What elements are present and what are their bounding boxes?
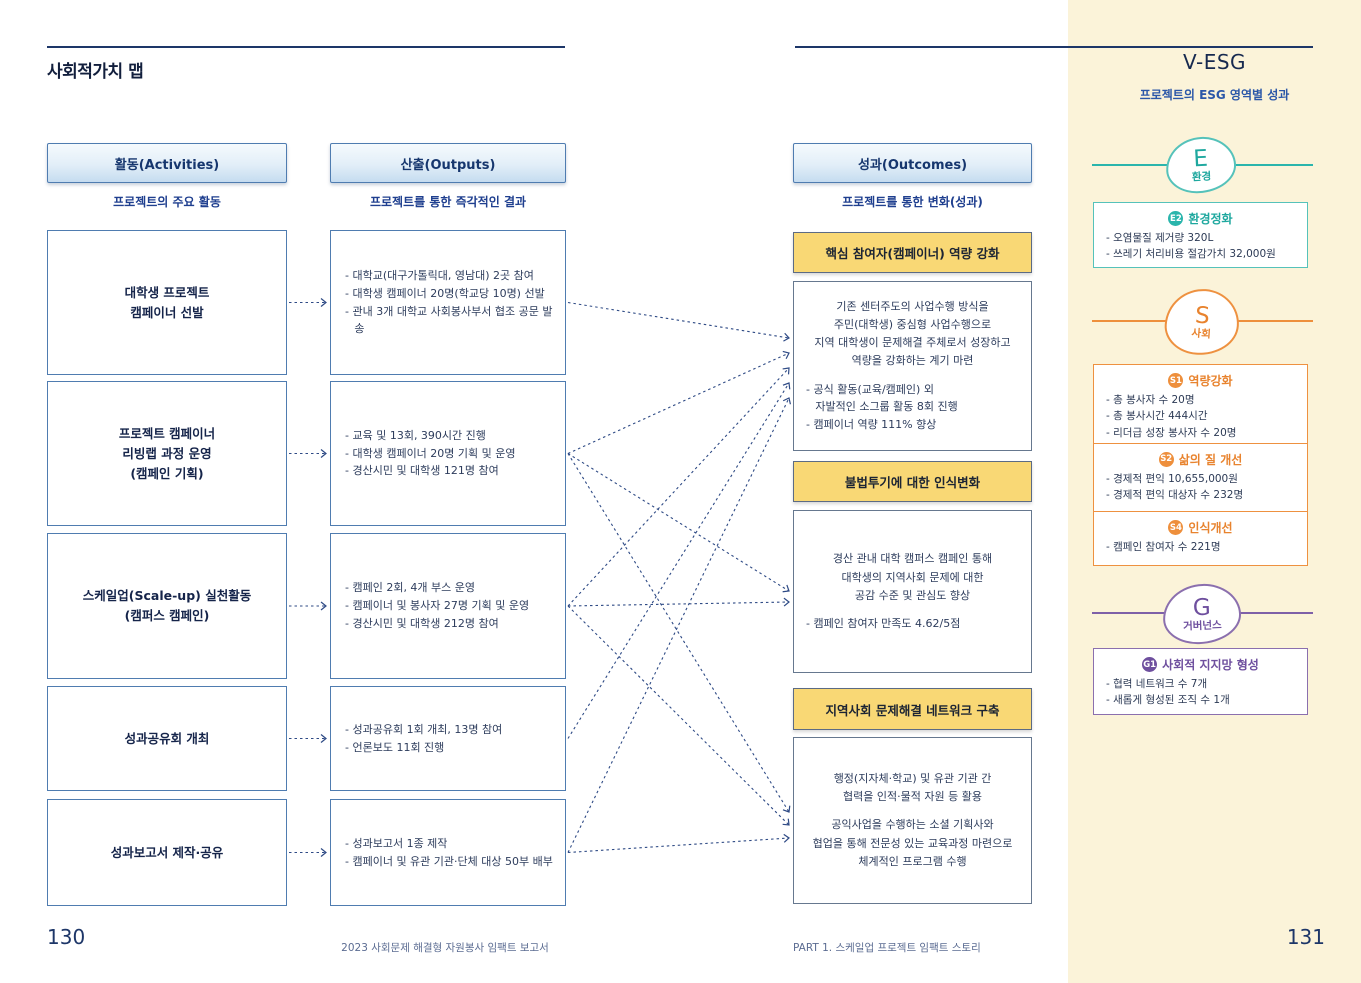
- output-item: 대학교(대구가톨릭대, 영남대) 2곳 참여: [345, 267, 555, 285]
- s4-title: 인식개선: [1188, 521, 1233, 535]
- output-item: 대학생 캠페이너 20명 기획 및 운영: [345, 445, 555, 463]
- outcome-paragraph: 경산 관내 대학 캠퍼스 캠페인 통해 대학생의 지역사회 문제에 대한 공감 …: [832, 552, 993, 602]
- page-title: 사회적가치 맵: [47, 62, 144, 82]
- metric-item: 오염물질 제거량 320L: [1106, 230, 1295, 246]
- social-letter: S: [1194, 302, 1211, 330]
- outcome-header: 지역사회 문제해결 네트워크 구축: [793, 688, 1032, 730]
- output-box: 성과공유회 1회 개최, 13명 참여언론보도 11회 진행: [330, 686, 566, 791]
- activity-box: 성과보고서 제작·공유: [47, 799, 287, 906]
- outputs-column: 산출(Outputs) 프로젝트를 통한 즉각적인 결과 대학교(대구가톨릭대,…: [330, 0, 566, 983]
- outputs-subtitle: 프로젝트를 통한 즉각적인 결과: [369, 195, 527, 209]
- vesg-title: V-ESG: [1182, 50, 1247, 74]
- output-item: 대학생 캠페이너 20명(학교당 10명) 선발: [345, 285, 555, 303]
- output-item: 캠페이너 및 유관 기관·단체 대상 50부 배부: [345, 853, 555, 871]
- s1-items: 총 봉사자 수 20명총 봉사시간 444시간리더급 성장 봉사자 수 20명: [1106, 392, 1295, 441]
- outcomes-column: 성과(Outcomes) 프로젝트를 통한 변화(성과) 핵심 참여자(캠페이너…: [793, 0, 1032, 983]
- g1-items: 협력 네트워크 수 7개새롭게 형성된 조직 수 1개: [1106, 676, 1295, 709]
- outcome-content-box: 행정(지자체·학교) 및 유관 기관 간 협력을 인적·물적 자원 등 활용 공…: [793, 737, 1032, 904]
- output-item: 캠페인 2회, 4개 부스 운영: [345, 579, 555, 597]
- metric-item: 협력 네트워크 수 7개: [1106, 676, 1295, 692]
- metric-item: 쓰레기 처리비용 절감가치 32,000원: [1106, 246, 1295, 262]
- metric-item: 리더급 성장 봉사자 수 20명: [1106, 425, 1295, 441]
- output-item: 관내 3개 대학교 사회봉사부서 협조 공문 발송: [345, 303, 555, 339]
- footer-report-title: 2023 사회문제 해결형 자원봉사 임팩트 보고서: [341, 942, 549, 954]
- outcome-item: 캠페인 참여자 만족도 4.62/5점: [806, 615, 1019, 633]
- e2-items: 오염물질 제거량 320L쓰레기 처리비용 절감가치 32,000원: [1106, 230, 1295, 263]
- metric-item: 총 봉사시간 444시간: [1106, 408, 1295, 424]
- environment-label: 환경: [1191, 170, 1212, 184]
- outcomes-header: 성과(Outcomes): [793, 143, 1032, 183]
- output-item: 경산시민 및 대학생 121명 참여: [345, 462, 555, 480]
- outcomes-subtitle: 프로젝트를 통한 변화(성과): [842, 195, 983, 209]
- activity-box: 프로젝트 캠페이너 리빙랩 과정 운영 (캠페인 기획): [47, 381, 287, 526]
- activities-column: 활동(Activities) 프로젝트의 주요 활동 대학생 프로젝트 캠페이너…: [47, 0, 287, 983]
- output-item: 캠페이너 및 봉사자 27명 기획 및 운영: [345, 597, 555, 615]
- s4-badge: S4: [1168, 520, 1184, 535]
- metric-box-s2: S2 삶의 질 개선 경제적 편익 10,655,000원경제적 편익 대상자 …: [1093, 442, 1308, 513]
- activity-box: 성과공유회 개최: [47, 686, 287, 791]
- e2-badge: E2: [1168, 211, 1184, 226]
- output-box: 교육 및 13회, 390시간 진행대학생 캠페이너 20명 기획 및 운영경산…: [330, 381, 566, 526]
- outcome-bullets: 캠페인 참여자 만족도 4.62/5점: [806, 615, 1019, 633]
- output-item: 성과공유회 1회 개최, 13명 참여: [345, 721, 555, 739]
- s2-items: 경제적 편익 10,655,000원경제적 편익 대상자 수 232명: [1106, 471, 1295, 504]
- page-number-right: 131: [1286, 925, 1325, 949]
- metric-item: 경제적 편익 10,655,000원: [1106, 471, 1295, 487]
- footer-part-title: PART 1. 스케일업 프로젝트 임팩트 스토리: [793, 942, 981, 954]
- output-box: 성과보고서 1종 제작캠페이너 및 유관 기관·단체 대상 50부 배부: [330, 799, 566, 906]
- metric-item: 캠페인 참여자 수 221명: [1106, 539, 1295, 555]
- right-page-rule: [795, 46, 1313, 48]
- s1-title: 역량강화: [1188, 374, 1233, 388]
- activities-subtitle: 프로젝트의 주요 활동: [113, 195, 221, 209]
- g1-badge: G1: [1142, 657, 1158, 672]
- s2-badge: S2: [1158, 451, 1174, 467]
- outcome-header: 불법투기에 대한 인식변화: [793, 461, 1032, 502]
- g1-title: 사회적 지지망 형성: [1162, 658, 1259, 672]
- metric-box-s1: S1 역량강화 총 봉사자 수 20명총 봉사시간 444시간리더급 성장 봉사…: [1093, 364, 1308, 444]
- s1-badge: S1: [1168, 373, 1184, 388]
- output-box: 캠페인 2회, 4개 부스 운영캠페이너 및 봉사자 27명 기획 및 운영경산…: [330, 533, 566, 679]
- outcome-content-box: 기존 센터주도의 사업수행 방식을 주민(대학생) 중심형 사업수행으로 지역 …: [793, 281, 1032, 451]
- metric-box-s4: S4 인식개선 캠페인 참여자 수 221명: [1093, 511, 1308, 566]
- governance-label: 거버넌스: [1182, 618, 1222, 633]
- outputs-header: 산출(Outputs): [330, 143, 566, 183]
- output-box: 대학교(대구가톨릭대, 영남대) 2곳 참여대학생 캠페이너 20명(학교당 1…: [330, 230, 566, 375]
- outcome-content-box: 경산 관내 대학 캠퍼스 캠페인 통해 대학생의 지역사회 문제에 대한 공감 …: [793, 510, 1032, 673]
- outcome-item: 공식 활동(교육/캠페인) 외 자발적인 소그룹 활동 8회 진행: [806, 381, 1019, 417]
- page-number-left: 130: [47, 925, 86, 949]
- activities-header: 활동(Activities): [47, 143, 287, 183]
- outcome-paragraph: 행정(지자체·학교) 및 유관 기관 간 협력을 인적·물적 자원 등 활용: [833, 772, 992, 804]
- s2-title: 삶의 질 개선: [1178, 452, 1243, 467]
- output-item: 성과보고서 1종 제작: [345, 835, 555, 853]
- e2-title: 환경정화: [1188, 212, 1233, 226]
- s4-items: 캠페인 참여자 수 221명: [1106, 539, 1295, 555]
- activity-box: 스케일업(Scale-up) 실천활동 (캠퍼스 캠페인): [47, 533, 287, 679]
- output-item: 언론보도 11회 진행: [345, 739, 555, 757]
- metric-box-e2: E2 환경정화 오염물질 제거량 320L쓰레기 처리비용 절감가치 32,00…: [1093, 202, 1308, 268]
- output-item: 경산시민 및 대학생 212명 참여: [345, 615, 555, 633]
- metric-item: 새롭게 형성된 조직 수 1개: [1106, 692, 1295, 708]
- metric-item: 경제적 편익 대상자 수 232명: [1106, 487, 1295, 503]
- metric-box-g1: G1 사회적 지지망 형성 협력 네트워크 수 7개새롭게 형성된 조직 수 1…: [1093, 648, 1308, 715]
- outcome-item: 캠페이너 역량 111% 향상: [806, 416, 1019, 434]
- vesg-subtitle: 프로젝트의 ESG 영역별 성과: [1139, 88, 1290, 102]
- outcome-paragraph: 공익사업을 수행하는 소셜 기획사와 협업을 통해 전문성 있는 교육과정 마련…: [812, 818, 1013, 868]
- outcome-bullets: 공식 활동(교육/캠페인) 외 자발적인 소그룹 활동 8회 진행캠페이너 역량…: [806, 381, 1019, 434]
- outcome-paragraph: 기존 센터주도의 사업수행 방식을 주민(대학생) 중심형 사업수행으로 지역 …: [814, 300, 1011, 368]
- activity-box: 대학생 프로젝트 캠페이너 선발: [47, 230, 287, 375]
- output-item: 교육 및 13회, 390시간 진행: [345, 427, 555, 445]
- left-page-rule: [47, 46, 565, 48]
- environment-letter: E: [1192, 146, 1209, 173]
- social-label: 사회: [1191, 326, 1212, 341]
- metric-item: 총 봉사자 수 20명: [1106, 392, 1295, 408]
- outcome-header: 핵심 참여자(캠페이너) 역량 강화: [793, 232, 1032, 273]
- governance-letter: G: [1192, 595, 1212, 622]
